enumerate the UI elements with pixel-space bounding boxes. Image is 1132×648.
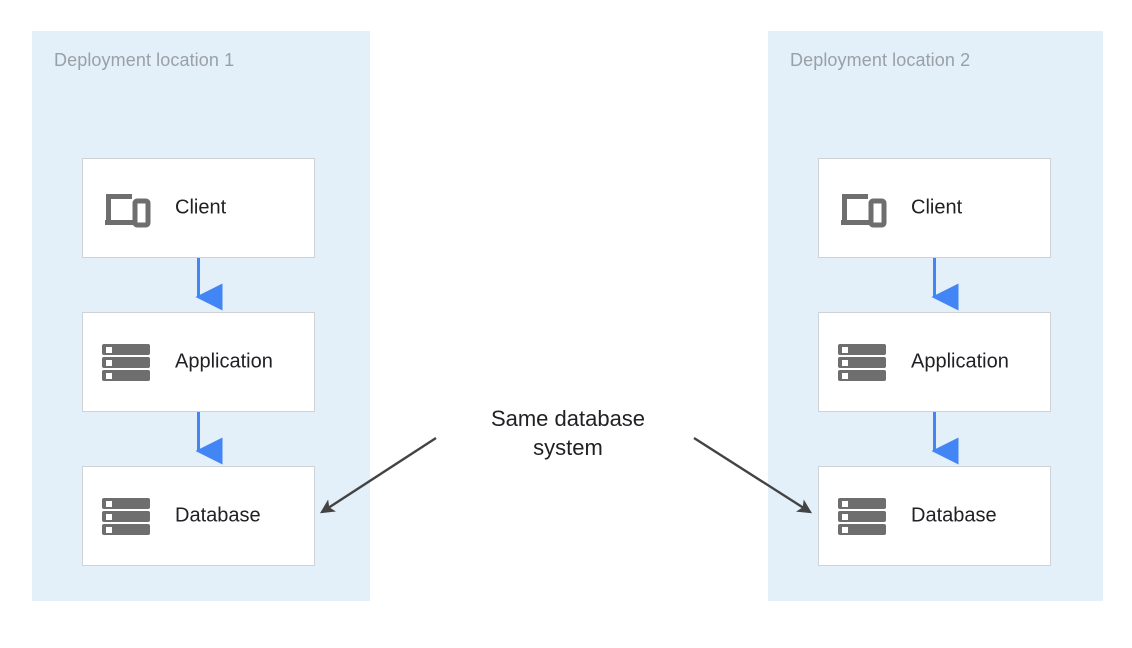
- deployment-zone-1-label: Deployment location 1: [54, 50, 235, 70]
- deployment-zone-2-label: Deployment location 2: [790, 50, 971, 70]
- annotation-line-1: Same database: [490, 406, 646, 431]
- node-application-zone-1[interactable]: Application: [82, 312, 315, 412]
- node-application-zone-1-label: Application: [175, 350, 273, 373]
- server-icon: [102, 498, 150, 535]
- node-application-zone-2-label: Application: [911, 350, 1009, 373]
- annotation-line-2: system: [533, 435, 603, 460]
- server-icon: [838, 498, 886, 535]
- server-icon: [838, 344, 886, 381]
- devices-icon: [105, 194, 151, 228]
- node-client-zone-2[interactable]: Client: [818, 158, 1051, 258]
- server-icon: [102, 344, 150, 381]
- node-database-zone-1-label: Database: [175, 504, 261, 527]
- node-application-zone-2[interactable]: Application: [818, 312, 1051, 412]
- node-client-zone-1-label: Client: [175, 196, 227, 219]
- node-database-zone-2[interactable]: Database: [818, 466, 1051, 566]
- annotation-same-database-system: Same database system: [428, 404, 708, 462]
- devices-icon: [841, 194, 887, 228]
- node-database-zone-1[interactable]: Database: [82, 466, 315, 566]
- node-client-zone-2-label: Client: [911, 196, 963, 219]
- node-database-zone-2-label: Database: [911, 504, 997, 527]
- node-client-zone-1[interactable]: Client: [82, 158, 315, 258]
